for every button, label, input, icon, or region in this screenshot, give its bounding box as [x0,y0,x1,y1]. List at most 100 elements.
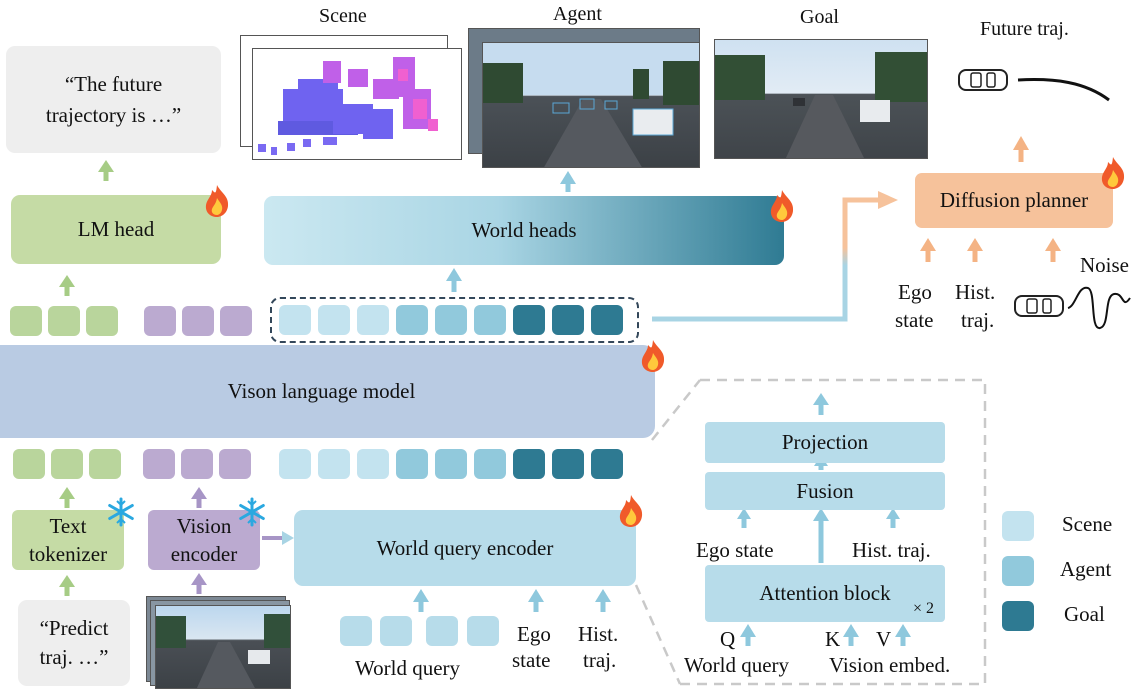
scene-token [357,449,389,479]
prompt-line1: “Predict [39,616,109,640]
fire-icon [639,339,667,378]
goal-token [513,305,545,335]
bottom-ego-line2: state [512,648,551,672]
text-token [51,449,83,479]
lm-head-label: LM head [77,217,155,241]
fusion-label: Fusion [796,478,854,503]
noise-squiggle [1067,286,1131,329]
output-text-line1: “The future [64,71,163,96]
planner-ego-line1: Ego [898,280,932,304]
goal-title: Goal [800,6,839,28]
world-query-label: World query [355,656,461,680]
goal-road-scene [715,52,927,158]
camera-frame [155,605,291,689]
v-label: V [876,627,892,651]
diffusion-planner: Diffusion planner [915,173,1113,228]
snowflake-icon [237,497,267,532]
goal-token [591,449,623,479]
scene-token [318,449,350,479]
prompt-line2: traj. …” [39,645,109,669]
detail-hist-traj: Hist. traj. [852,538,931,562]
world-query-encoder-label: World query encoder [376,535,554,560]
scene-token [318,305,350,335]
world-query-token [340,616,372,646]
agent-token [396,449,428,479]
camera-road-scene [156,614,290,688]
k-label: K [825,627,841,651]
text-tokenizer: Text tokenizer [12,510,124,570]
world-heads-label: World heads [471,218,577,242]
goal-image [714,39,928,159]
attention-block: Attention block [705,565,945,622]
detail-panel-border [680,378,987,686]
agent-token [396,305,428,335]
legend-goal-swatch [1002,601,1034,631]
fire-icon [617,494,645,533]
agent-token [435,305,467,335]
text-token [86,306,118,336]
world-query-token [467,616,499,646]
vision-token [144,306,176,336]
detail-ego-state: Ego state [696,538,774,562]
projection-label: Projection [781,430,869,454]
fire-icon [768,189,796,228]
car-icon [1013,293,1067,324]
scene-image [252,48,462,160]
fire-icon [1099,156,1127,195]
text-token [13,449,45,479]
legend-scene-label: Scene [1062,512,1113,536]
scene-token [279,305,311,335]
diffusion-planner-label: Diffusion planner [939,188,1089,212]
vision-token [143,449,175,479]
goal-token [552,449,584,479]
planner-hist-line1: Hist. [955,280,996,304]
world-heads: World heads [264,196,784,265]
legend-scene-swatch [1002,511,1034,541]
text-token [48,306,80,336]
vision-encoder-line2: encoder [170,542,238,566]
planner-route-head [878,191,898,209]
text-tokenizer-line2: tokenizer [28,542,108,566]
vision-language-model: Vison language model [0,345,655,438]
world-token-group [270,297,639,343]
bottom-hist-line1: Hist. [578,622,619,646]
scene-title: Scene [319,5,367,27]
text-token [10,306,42,336]
fire-icon [203,184,231,223]
output-text-line2: trajectory is …” [45,102,182,127]
vision-encoder-line1: Vision [176,514,232,538]
vision-token [181,449,213,479]
vision-token [182,306,214,336]
attention-block-label: Attention block [759,581,891,605]
output-text-box: “The future trajectory is …” [6,46,221,153]
detail-world-query: World query [684,653,790,677]
world-query-token [380,616,412,646]
vision-token [220,306,252,336]
scene-pointcloud [258,57,438,155]
planner-hist-line2: traj. [961,308,995,332]
attention-repeat: × 2 [913,600,935,617]
projection-block: Projection [705,422,945,463]
future-trajectory-curve [1017,78,1110,102]
agent-image [482,42,700,168]
scene-token [279,449,311,479]
bottom-hist-line2: traj. [583,648,617,672]
text-tokenizer-line1: Text [49,514,87,538]
car-icon [957,67,1011,98]
agent-road-scene [483,43,699,167]
vlm-label: Vison language model [227,379,416,403]
world-query-encoder: World query encoder [294,510,636,586]
goal-token [591,305,623,335]
future-traj-title: Future traj. [980,18,1069,40]
lm-head: LM head [11,195,221,264]
detail-link-top [651,379,701,441]
legend-agent-swatch [1002,556,1034,586]
fusion-block: Fusion [705,472,945,510]
goal-token [513,449,545,479]
noise-label: Noise [1080,253,1129,277]
agent-token [474,449,506,479]
planner-route [652,197,880,322]
vision-encoder: Vision encoder [148,510,260,570]
